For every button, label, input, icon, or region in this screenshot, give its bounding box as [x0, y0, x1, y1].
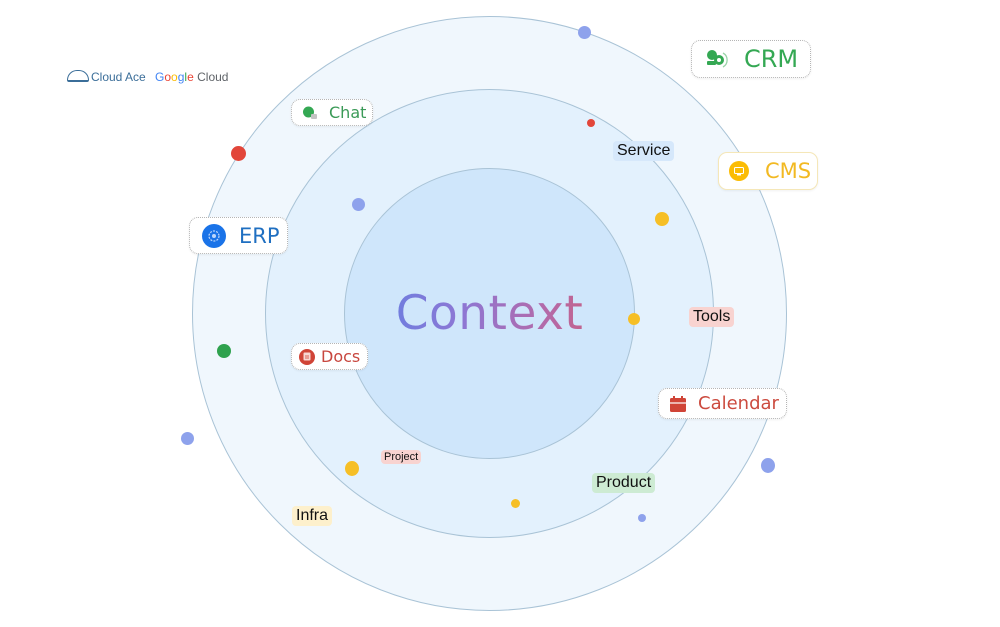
chat-card[interactable]: Chat	[291, 99, 373, 126]
gears-people-icon	[704, 48, 728, 70]
document-icon	[299, 348, 315, 365]
docs-label: Docs	[321, 347, 361, 366]
google-l: l	[184, 70, 188, 84]
cloud-ace-text: Cloud Ace	[91, 70, 146, 84]
google-o2: o	[171, 70, 178, 84]
google-e: e	[187, 70, 194, 84]
blue-dot	[761, 458, 775, 473]
erp-card[interactable]: ERP	[189, 217, 288, 254]
product-tag[interactable]: Product	[592, 473, 656, 493]
cms-card[interactable]: CMS	[718, 152, 818, 190]
crm-label: CRM	[744, 45, 799, 73]
google-o1: o	[164, 70, 172, 84]
blue-dot	[352, 198, 365, 211]
service-tag[interactable]: Service	[613, 141, 675, 161]
google-g: G	[155, 70, 165, 84]
calendar-card[interactable]: Calendar	[658, 388, 787, 419]
inner-ring	[344, 168, 635, 459]
google-g2: g	[177, 70, 185, 84]
cms-monitor-icon	[729, 161, 749, 181]
yellow-dot	[655, 212, 669, 226]
blue-dot	[181, 432, 194, 445]
red-dot	[231, 146, 246, 161]
tools-tag[interactable]: Tools	[689, 307, 735, 327]
erp-gear-icon	[202, 223, 226, 248]
yellow-dot	[345, 461, 359, 476]
cloud-ace-logo: Cloud Ace	[67, 70, 146, 84]
blue-dot	[578, 26, 591, 39]
chat-bubble-icon	[302, 105, 318, 121]
calendar-icon	[669, 395, 687, 413]
blue-dot-small	[638, 514, 646, 522]
calendar-label: Calendar	[698, 393, 779, 414]
docs-card[interactable]: Docs	[291, 343, 368, 370]
google-cloud-text: Cloud	[197, 70, 229, 84]
yellow-dot-small	[511, 499, 520, 508]
crm-card[interactable]: CRM	[691, 40, 811, 78]
cloud-ace-icon	[67, 70, 89, 82]
google-cloud-logo: Google Cloud	[155, 70, 228, 84]
infra-tag[interactable]: Infra	[292, 506, 333, 526]
yellow-dot	[628, 313, 640, 325]
erp-label: ERP	[239, 223, 280, 248]
red-dot-small	[587, 119, 595, 127]
chat-label: Chat	[329, 103, 367, 122]
green-dot	[217, 344, 231, 358]
context-title: Context	[344, 168, 635, 459]
cms-label: CMS	[765, 159, 812, 183]
project-tag[interactable]: Project	[381, 450, 422, 464]
